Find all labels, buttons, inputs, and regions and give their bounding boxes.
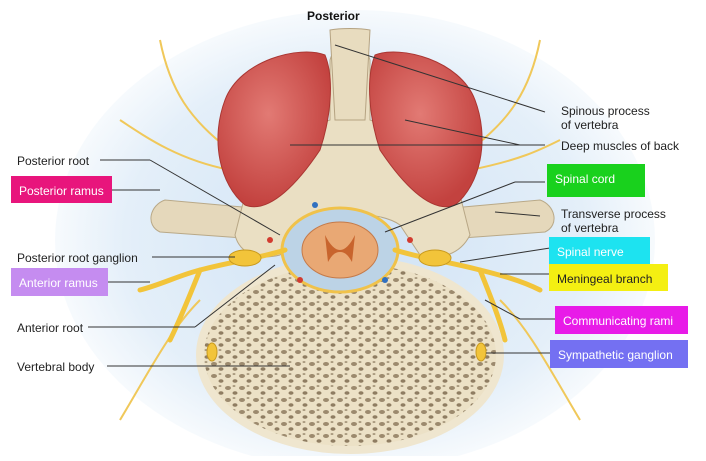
label-sympathetic-ganglion: Sympathetic ganglion [550, 340, 688, 368]
label-posterior-ramus: Posterior ramus [11, 176, 112, 203]
posterior-root-ganglion-right [419, 250, 451, 266]
label-spinous-process-line1: Spinous process [561, 104, 650, 118]
label-transverse-process-line2: of vertebra [561, 221, 666, 235]
label-transverse-process-line1: Transverse process [561, 207, 666, 221]
spinous-process [330, 29, 370, 121]
diagram-title: Posterior [307, 9, 360, 23]
sympathetic-ganglion-left [207, 343, 217, 361]
label-posterior-root: Posterior root [17, 154, 89, 168]
posterior-root-ganglion-left [229, 250, 261, 266]
sympathetic-ganglion-right [476, 343, 486, 361]
label-posterior-root-ganglion: Posterior root ganglion [17, 251, 138, 265]
label-transverse-process: Transverse process of vertebra [561, 207, 666, 235]
label-meningeal-branch: Meningeal branch [549, 264, 668, 291]
label-spinous-process-line2: of vertebra [561, 118, 650, 132]
label-spinous-process: Spinous process of vertebra [561, 104, 650, 132]
label-deep-muscles: Deep muscles of back [561, 139, 679, 153]
label-spinal-cord: Spinal cord [547, 164, 645, 197]
label-communicating-rami: Communicating rami [555, 306, 688, 334]
label-vertebral-body: Vertebral body [17, 360, 94, 374]
label-anterior-ramus: Anterior ramus [11, 268, 108, 296]
label-anterior-root: Anterior root [17, 321, 83, 335]
label-spinal-nerve: Spinal nerve [549, 237, 650, 264]
